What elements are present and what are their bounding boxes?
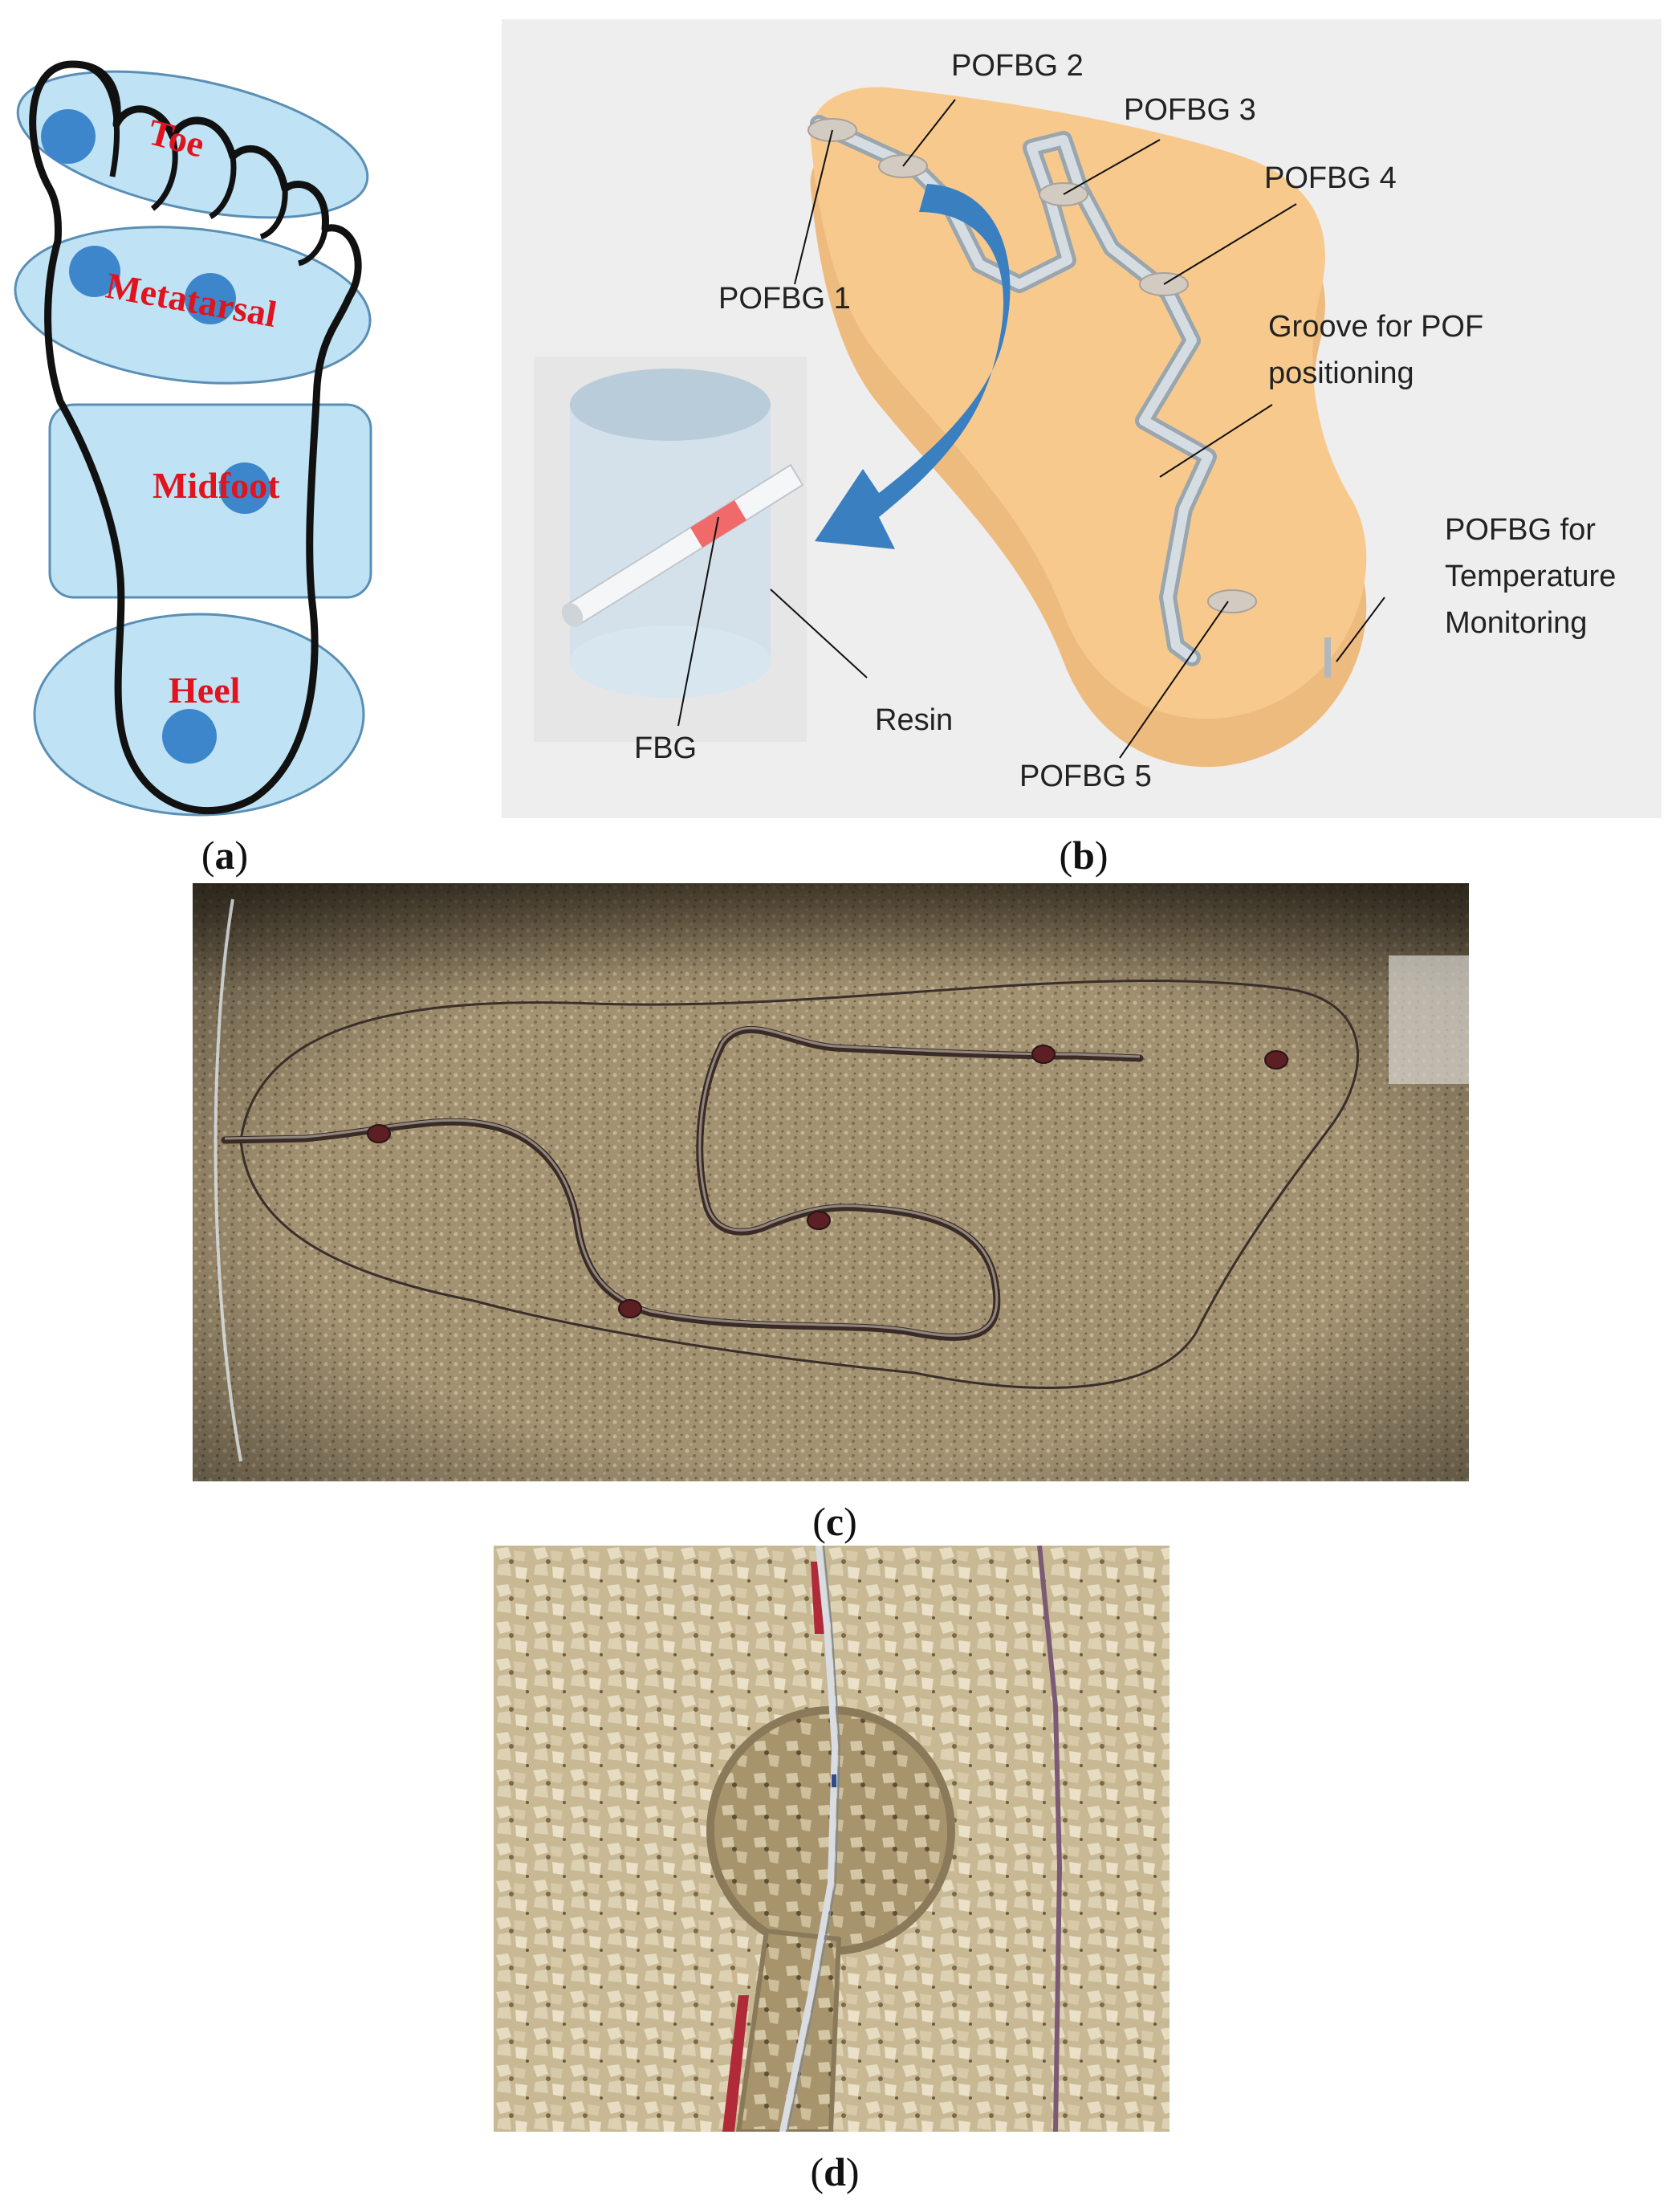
groove-leader [1159, 404, 1273, 478]
midfoot-region [48, 403, 372, 599]
metatarsal-sensor-dot-1 [69, 246, 120, 297]
pofbg-4-label: POFBG 4 [1264, 161, 1397, 195]
heel-label: Heel [169, 670, 240, 711]
metatarsal-sensor-dot-2 [185, 273, 236, 324]
toe-outline-5 [283, 181, 328, 267]
optical-fiber [779, 1542, 839, 2135]
sensor-glue-point-3 [807, 1211, 831, 1230]
pofbg-2-leader [902, 99, 956, 167]
panel-a-caption: (a) [201, 833, 249, 878]
resin-label: Resin [875, 703, 953, 737]
optical-fiber-edge [787, 1545, 841, 2133]
grating-mark [832, 1774, 836, 1787]
fiber-rod-end [561, 603, 584, 627]
pofbg-3-label: POFBG 3 [1124, 93, 1256, 127]
midfoot-sensor-dot [219, 462, 271, 514]
pen-line [1037, 1545, 1063, 2133]
pofbg-5-pad [1207, 589, 1257, 613]
insole-photo-top-view [193, 883, 1469, 1481]
panel-b-caption: (b) [1059, 833, 1108, 878]
midfoot-label: Midfoot [153, 465, 280, 506]
temperature-sensor-mark [1324, 638, 1331, 678]
fbg-band [690, 500, 746, 548]
curved-arrow [815, 184, 1011, 549]
panel-d-caption: (d) [810, 2149, 860, 2194]
panel-c-caption: (c) [812, 1499, 857, 1544]
heel-sensor-dot [162, 709, 217, 764]
temp-label-line1: POFBG for [1445, 513, 1596, 547]
fbg-leader [677, 516, 719, 727]
insole-3d-diagram: POFBG 1 POFBG 2 POFBG 3 POFBG 4 Groove f… [502, 19, 1662, 818]
panel-b-insole-design: POFBG 1 POFBG 2 POFBG 3 POFBG 4 Groove f… [502, 19, 1662, 818]
pofbg-3-leader [1063, 139, 1161, 195]
foot-regions-diagram: Toe Metatarsal Midfoot Heel [14, 60, 372, 817]
pofbg-4-leader [1163, 203, 1297, 285]
resin-cylinder-base [570, 625, 771, 698]
temperature-leader [1336, 597, 1385, 662]
temp-label-line2: Temperature [1445, 560, 1616, 593]
resin-cylinder-top [570, 369, 771, 441]
sensor-glue-point-2 [618, 1299, 642, 1318]
pofbg-2-label: POFBG 2 [951, 49, 1084, 83]
pofbg-5-label: POFBG 5 [1019, 760, 1152, 793]
pofbg-5-leader [1119, 601, 1229, 759]
panel-d-sensor-closeup [494, 1542, 1169, 2135]
sensor-glue-point-4 [1031, 1045, 1056, 1064]
toe-sensor-dot [41, 109, 96, 164]
red-tape-bottom [722, 1995, 749, 2132]
fbg-label: FBG [634, 731, 697, 765]
groove-label-line1: Groove for POF [1268, 310, 1483, 344]
pofbg-1-leader [794, 129, 833, 285]
pofbg-1-label: POFBG 1 [718, 282, 851, 316]
panel-c-insole-photo [193, 883, 1469, 1481]
sensor-glue-point-5 [1264, 1050, 1288, 1069]
film-edge [214, 898, 242, 1462]
temp-label-line3: Monitoring [1445, 606, 1587, 640]
panel-a-foot-regions: Toe Metatarsal Midfoot Heel [0, 48, 385, 819]
insole-outline-trace [239, 980, 1360, 1389]
optical-fiber-highlight [224, 1027, 1141, 1337]
resin-leader [770, 589, 868, 678]
photo-vignette [193, 883, 1469, 1481]
tape-patch [1389, 955, 1469, 1084]
sensor-glue-point-1 [367, 1124, 391, 1143]
sensor-closeup-photo [494, 1542, 1169, 2135]
groove-label-line2: positioning [1268, 356, 1414, 390]
resin-cylinder [570, 374, 771, 692]
